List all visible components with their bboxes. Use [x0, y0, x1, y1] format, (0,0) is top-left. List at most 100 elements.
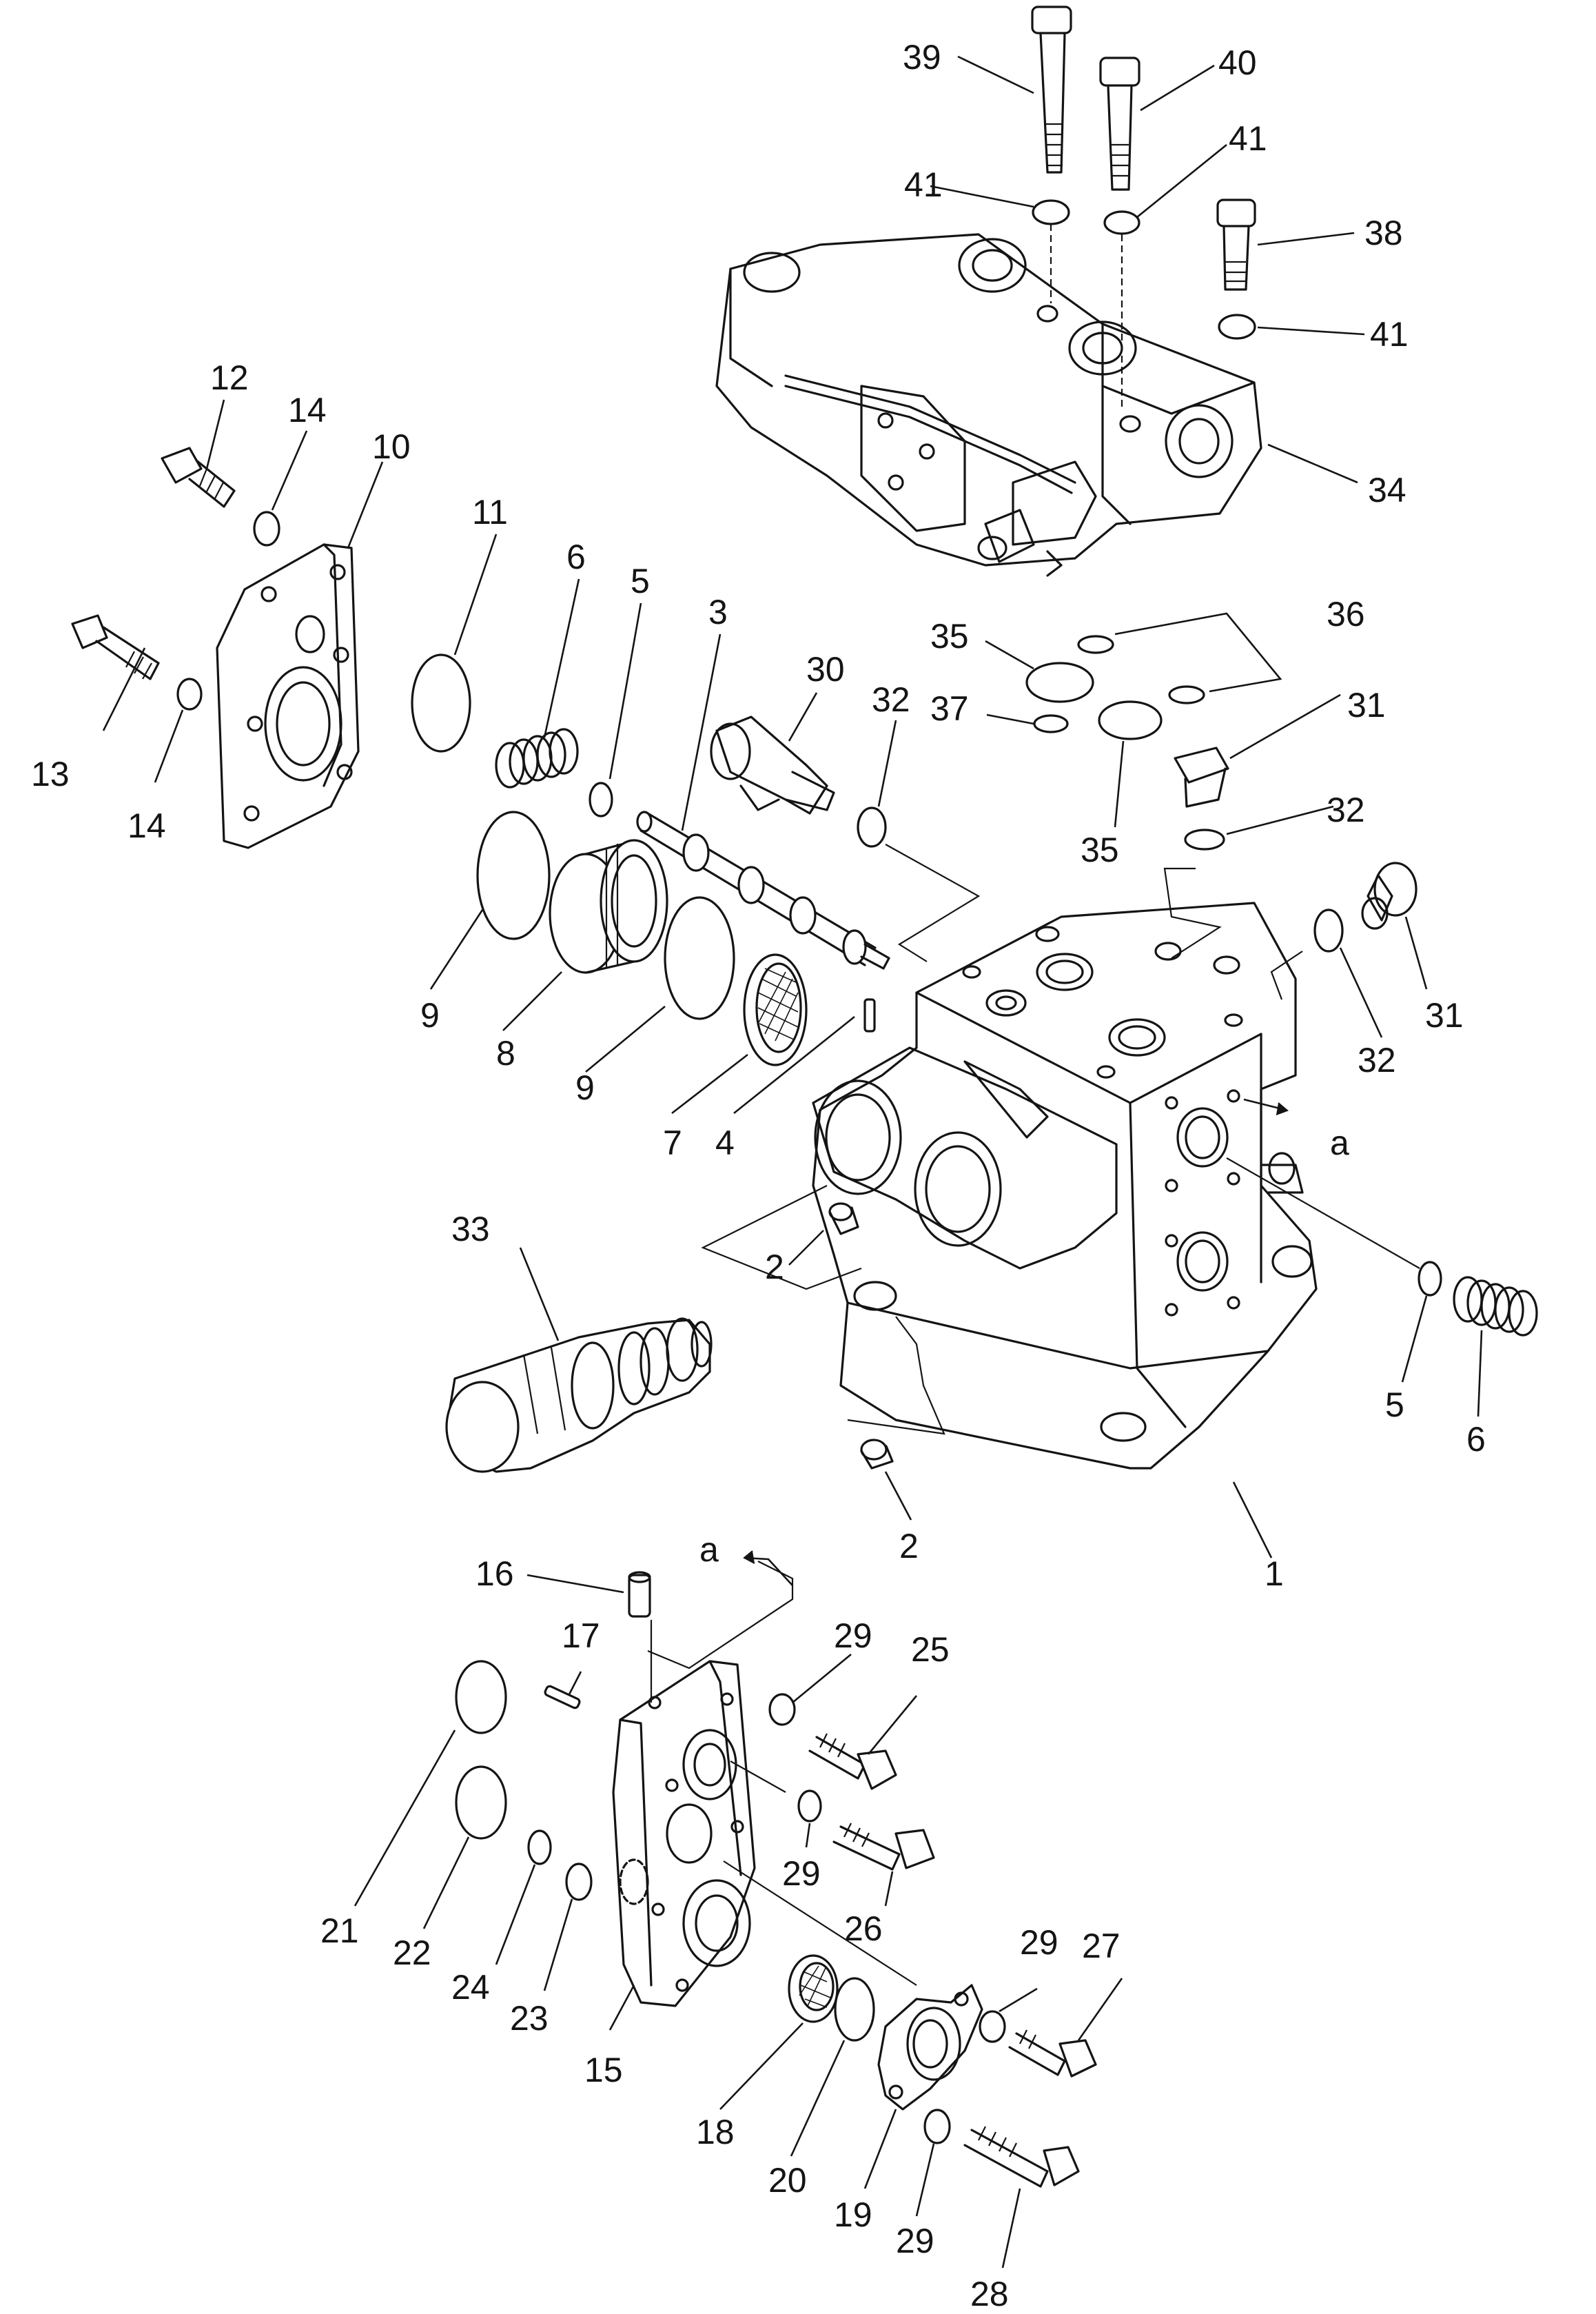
label-29-b: 29 — [782, 1854, 821, 1893]
label-8: 8 — [496, 1034, 515, 1073]
oring-36-top — [1077, 635, 1114, 654]
oring-32-right — [1313, 909, 1344, 953]
oring-9-right — [664, 896, 735, 1020]
valve-cover-34 — [715, 233, 1262, 577]
label-20: 20 — [768, 2161, 807, 2200]
flange-19 — [877, 1984, 983, 2111]
oring-23 — [565, 1863, 593, 1901]
end-plate-15 — [612, 1660, 756, 2007]
label-14-a: 14 — [288, 391, 327, 429]
label-30: 30 — [806, 650, 845, 689]
label-39: 39 — [903, 38, 941, 77]
plug-2-lower — [860, 1439, 894, 1470]
label-3: 3 — [708, 593, 728, 631]
label-6-a: 6 — [566, 538, 586, 576]
oring-37 — [1033, 714, 1069, 733]
plug-31-top — [1174, 747, 1229, 808]
pin-4 — [863, 998, 876, 1033]
label-41-b: 41 — [904, 165, 943, 204]
oring-11 — [411, 653, 471, 753]
plug-31-right — [1361, 862, 1418, 930]
oring-22 — [455, 1765, 507, 1840]
relief-valve-33 — [445, 1317, 713, 1473]
label-a-bottom: a — [699, 1530, 719, 1569]
label-31-a: 31 — [1347, 686, 1386, 724]
label-34: 34 — [1368, 471, 1406, 509]
label-5-b: 5 — [1385, 1386, 1404, 1424]
label-9-b: 9 — [575, 1068, 595, 1107]
bolt-26 — [832, 1823, 935, 1871]
oring-29-a — [768, 1693, 796, 1726]
bolt-40 — [1099, 57, 1140, 191]
label-38: 38 — [1364, 214, 1403, 252]
bolt-12 — [161, 447, 236, 508]
label-41-a: 41 — [1229, 119, 1267, 158]
label-32-c: 32 — [1358, 1041, 1396, 1079]
label-32-a: 32 — [872, 680, 910, 719]
bolt-25 — [808, 1733, 897, 1790]
bolt-39 — [1031, 6, 1072, 174]
strainer-18 — [788, 1954, 839, 2023]
label-35-b: 35 — [1081, 831, 1119, 869]
bolt-38 — [1216, 199, 1256, 291]
washer-5 — [589, 782, 613, 818]
label-27: 27 — [1082, 1927, 1121, 1965]
leader-lines — [102, 55, 1483, 2269]
oring-29-c — [979, 2010, 1006, 2043]
label-2-a: 2 — [765, 1248, 784, 1286]
label-14-b: 14 — [127, 806, 166, 845]
label-29-d: 29 — [896, 2222, 934, 2260]
label-10: 10 — [372, 427, 411, 466]
label-5-a: 5 — [631, 562, 650, 600]
label-40: 40 — [1218, 43, 1257, 82]
end-cover-10 — [216, 543, 360, 849]
label-6-b: 6 — [1466, 1420, 1486, 1459]
spring-6-right — [1453, 1276, 1538, 1337]
piston-8 — [549, 839, 668, 974]
label-1: 1 — [1265, 1554, 1284, 1593]
oring-36-right — [1168, 685, 1205, 704]
bolt-28 — [963, 2126, 1080, 2188]
bolt-13 — [71, 614, 160, 680]
washer-41-left — [1032, 199, 1070, 225]
label-28: 28 — [970, 2275, 1009, 2313]
part-labels: 39 40 41 41 38 41 34 1 2 14 10 11 6 5 3 3… — [31, 38, 1486, 2313]
label-21: 21 — [320, 1911, 359, 1950]
label-33: 33 — [451, 1210, 490, 1248]
pin-16 — [628, 1571, 651, 1618]
label-41-c: 41 — [1370, 315, 1409, 354]
label-11: 11 — [472, 493, 508, 531]
pin-17 — [544, 1685, 581, 1709]
oring-21 — [455, 1660, 507, 1734]
oring-24 — [527, 1829, 552, 1865]
label-37: 37 — [930, 689, 969, 728]
oring-20 — [834, 1977, 875, 2042]
label-36: 36 — [1327, 595, 1365, 633]
label-25: 25 — [911, 1630, 950, 1669]
label-35-a: 35 — [930, 617, 969, 656]
label-31-b: 31 — [1425, 996, 1464, 1035]
label-29-a: 29 — [834, 1616, 872, 1655]
label-32-b: 32 — [1327, 791, 1365, 829]
spring-6 — [495, 728, 579, 789]
oring-32-left — [857, 806, 887, 848]
label-29-c: 29 — [1020, 1923, 1058, 1962]
label-7: 7 — [663, 1124, 682, 1162]
label-9-a: 9 — [420, 996, 440, 1035]
oring-32-top — [1184, 829, 1225, 851]
strainer-7 — [743, 953, 808, 1066]
label-26: 26 — [844, 1909, 883, 1948]
bolt-27 — [1008, 2029, 1097, 2078]
spool-3 — [636, 811, 890, 970]
washer-41-right — [1218, 314, 1256, 340]
label-18: 18 — [696, 2113, 735, 2151]
washer-5-right — [1418, 1261, 1442, 1297]
label-17: 17 — [562, 1616, 600, 1655]
plug-2-upper — [828, 1202, 859, 1235]
washer-14-bottom — [176, 678, 203, 711]
label-13: 13 — [31, 755, 70, 793]
label-a-right: a — [1330, 1124, 1349, 1162]
label-22: 22 — [393, 1934, 431, 1972]
oring-35-right — [1098, 700, 1163, 740]
